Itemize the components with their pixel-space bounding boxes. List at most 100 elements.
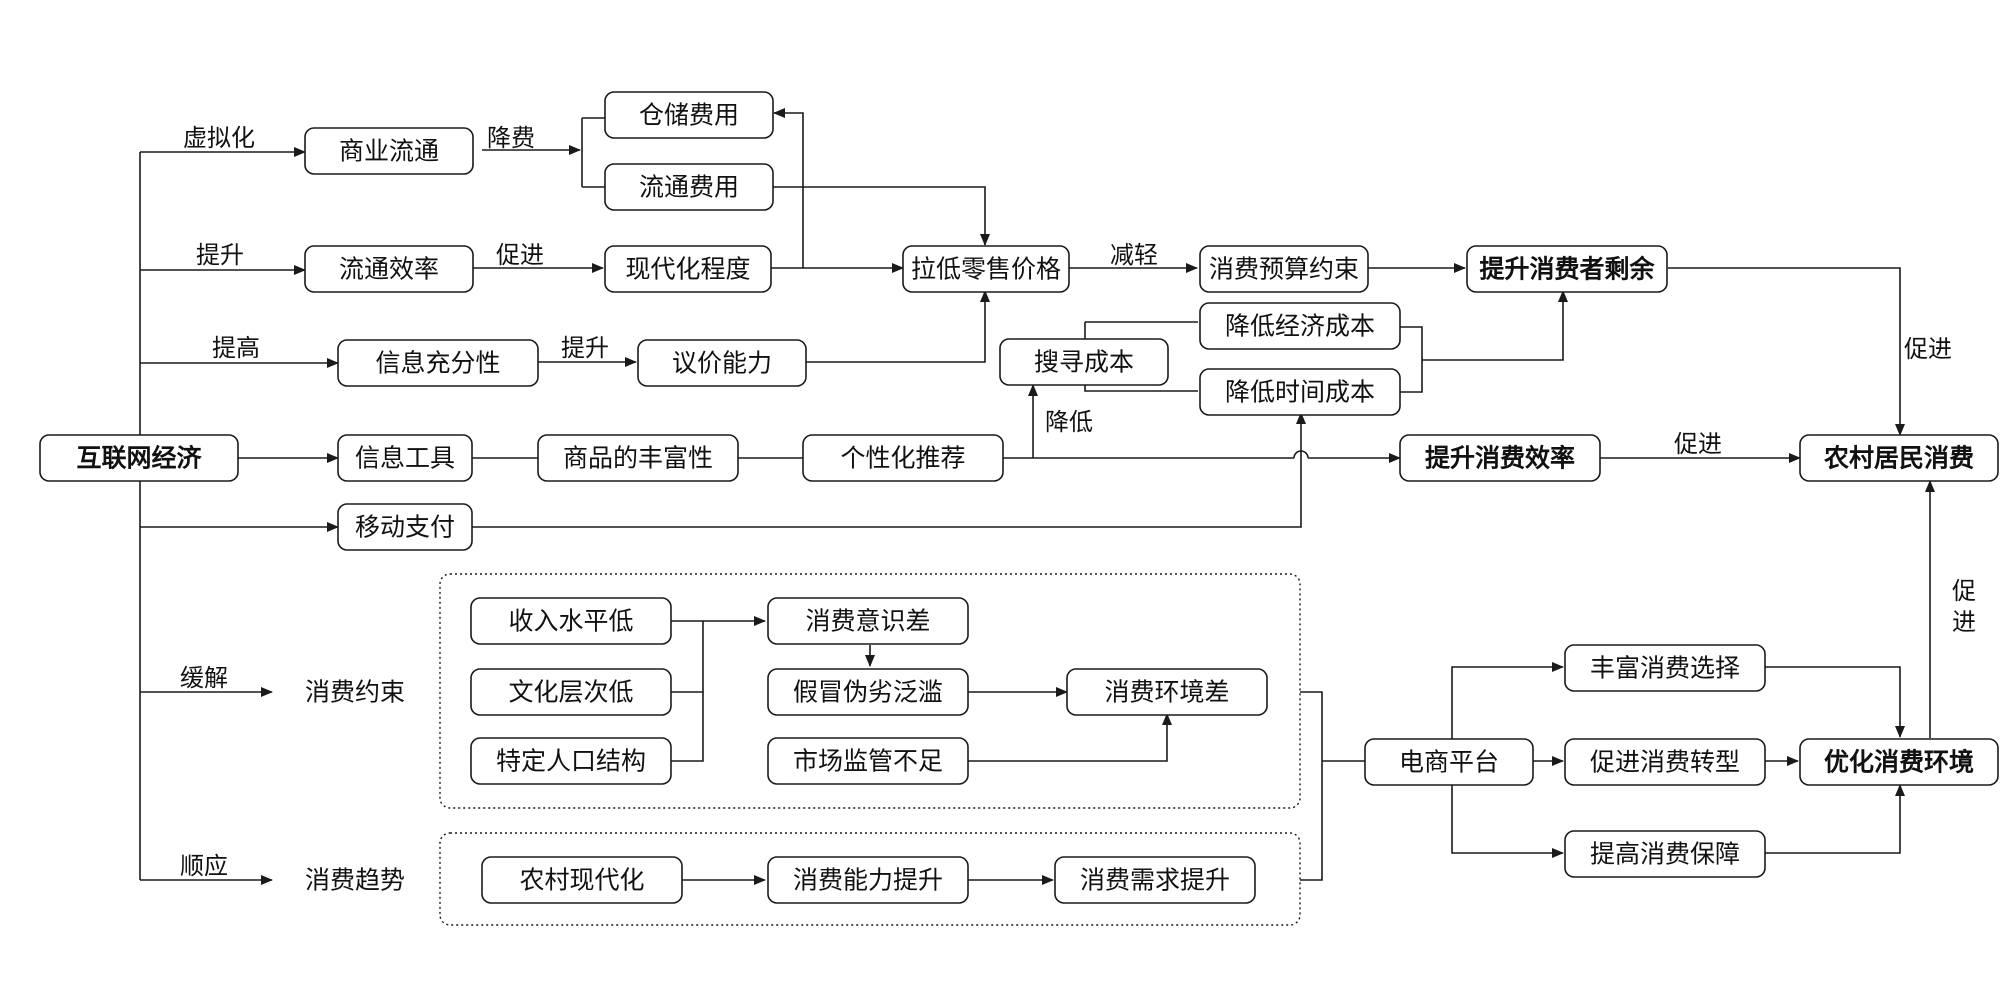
edge-surplus-rural — [1668, 267, 1905, 436]
node-circulation-efficiency: 流通效率 — [304, 245, 474, 293]
node-budget-constraint: 消费预算约束 — [1199, 245, 1369, 293]
label-promote-2: 促进 — [1904, 335, 1952, 363]
node-optimize-environment: 优化消费环境 — [1799, 738, 1999, 786]
node-search-cost: 搜寻成本 — [999, 338, 1169, 386]
trend-group-frame — [439, 832, 1301, 926]
node-enrich-choice: 丰富消费选择 — [1564, 644, 1766, 692]
node-counterfeits: 假冒伪劣泛滥 — [767, 668, 969, 716]
edge-modern-storage — [773, 108, 804, 268]
label-virtualize: 虚拟化 — [183, 124, 255, 152]
node-storage-cost: 仓储费用 — [604, 91, 774, 139]
node-lower-retail-price: 拉低零售价格 — [902, 245, 1070, 293]
svg-text:电商平台: 电商平台 — [1399, 748, 1499, 777]
svg-text:降低经济成本: 降低经济成本 — [1225, 312, 1375, 341]
node-modernization-level: 现代化程度 — [604, 245, 772, 293]
node-circulation-cost: 流通费用 — [604, 163, 774, 211]
node-consumption-trend: 消费趋势 — [305, 866, 405, 895]
node-consumption-constraint: 消费约束 — [305, 678, 405, 707]
svg-text:消费能力提升: 消费能力提升 — [793, 866, 943, 895]
svg-text:信息工具: 信息工具 — [355, 444, 455, 473]
svg-text:消费预算约束: 消费预算约束 — [1209, 255, 1359, 284]
node-consumption-efficiency: 提升消费效率 — [1399, 434, 1601, 482]
edge-bargain-price — [805, 290, 990, 363]
label-lower: 降低 — [1045, 408, 1093, 436]
node-demand-increase: 消费需求提升 — [1054, 856, 1256, 904]
constraint-group-frame — [439, 573, 1301, 809]
svg-text:市场监管不足: 市场监管不足 — [793, 747, 943, 776]
node-improve-protection: 提高消费保障 — [1564, 830, 1766, 878]
edge-ecom-enrich — [1451, 662, 1564, 739]
node-lower-economic-cost: 降低经济成本 — [1199, 302, 1401, 350]
node-weak-supervision: 市场监管不足 — [767, 737, 969, 785]
node-low-education: 文化层次低 — [470, 668, 672, 716]
node-personalized-rec: 个性化推荐 — [802, 434, 1004, 482]
svg-text:促进消费转型: 促进消费转型 — [1590, 748, 1740, 777]
svg-text:商品的丰富性: 商品的丰富性 — [563, 444, 713, 473]
node-poor-environment: 消费环境差 — [1066, 668, 1268, 716]
node-poor-awareness: 消费意识差 — [767, 597, 969, 645]
svg-text:仓储费用: 仓储费用 — [639, 101, 739, 130]
svg-text:假冒伪劣泛滥: 假冒伪劣泛滥 — [793, 678, 943, 707]
node-commerce-circulation: 商业流通 — [304, 127, 474, 175]
svg-text:文化层次低: 文化层次低 — [508, 678, 633, 707]
node-mobile-payment: 移动支付 — [337, 503, 473, 551]
svg-text:农村现代化: 农村现代化 — [519, 866, 644, 895]
svg-text:提升消费者剩余: 提升消费者剩余 — [1479, 255, 1655, 284]
svg-text:收入水平低: 收入水平低 — [508, 607, 633, 636]
svg-text:个性化推荐: 个性化推荐 — [840, 444, 965, 473]
node-promote-transformation: 促进消费转型 — [1564, 738, 1766, 786]
svg-text:议价能力: 议价能力 — [672, 349, 772, 378]
edge-protect-optimize — [1765, 784, 1905, 854]
connectors — [139, 108, 1935, 885]
label-lighten: 减轻 — [1110, 241, 1158, 269]
edge-mobile-timecost — [472, 412, 1306, 528]
svg-text:搜寻成本: 搜寻成本 — [1034, 348, 1134, 377]
node-rural-consumption: 农村居民消费 — [1799, 434, 1999, 482]
node-product-richness: 商品的丰富性 — [537, 434, 739, 482]
node-lower-time-cost: 降低时间成本 — [1199, 368, 1401, 416]
svg-text:优化消费环境: 优化消费环境 — [1824, 748, 1974, 777]
svg-text:降低时间成本: 降低时间成本 — [1225, 378, 1375, 407]
svg-text:农村居民消费: 农村居民消费 — [1823, 444, 1974, 473]
label-promote-4-line1: 促 — [1952, 577, 1976, 605]
svg-text:提高消费保障: 提高消费保障 — [1590, 840, 1740, 869]
node-capacity-increase: 消费能力提升 — [767, 856, 969, 904]
label-promote-4-line2: 进 — [1952, 608, 1976, 636]
svg-text:流通费用: 流通费用 — [639, 173, 739, 202]
svg-text:消费意识差: 消费意识差 — [805, 607, 930, 636]
label-reduce-fee: 降费 — [487, 124, 535, 152]
svg-text:流通效率: 流通效率 — [339, 255, 439, 284]
node-consumer-surplus: 提升消费者剩余 — [1466, 245, 1668, 293]
edge-supervision-env — [968, 713, 1172, 762]
svg-text:商业流通: 商业流通 — [339, 137, 439, 166]
svg-text:丰富消费选择: 丰富消费选择 — [1590, 654, 1740, 683]
svg-text:消费需求提升: 消费需求提升 — [1080, 866, 1230, 895]
node-bargaining-power: 议价能力 — [637, 339, 807, 387]
label-promote-1: 促进 — [496, 241, 544, 269]
node-ecommerce-platform: 电商平台 — [1364, 738, 1534, 786]
label-enhance-1: 提升 — [196, 241, 244, 269]
node-rural-modernization: 农村现代化 — [481, 856, 683, 904]
node-low-income: 收入水平低 — [470, 597, 672, 645]
svg-text:现代化程度: 现代化程度 — [625, 255, 750, 284]
constraint-bracket — [670, 621, 704, 693]
svg-text:提升消费效率: 提升消费效率 — [1425, 444, 1575, 473]
svg-text:信息充分性: 信息充分性 — [375, 349, 500, 378]
label-conform: 顺应 — [180, 852, 228, 880]
node-info-tools: 信息工具 — [337, 434, 473, 482]
edge-groups-ecommerce — [1300, 691, 1323, 881]
bracket-right — [1400, 326, 1423, 393]
node-internet-economy: 互联网经济 — [39, 434, 239, 482]
constraint-bracket-bottom — [670, 692, 704, 762]
label-enhance-2: 提升 — [561, 334, 609, 362]
svg-text:互联网经济: 互联网经济 — [76, 444, 202, 473]
node-info-sufficiency: 信息充分性 — [337, 339, 539, 387]
edge-ecom-protect — [1451, 784, 1564, 858]
edge-labels: 虚拟化 降费 提升 促进 提高 提升 减轻 降低 促进 促进 促 进 缓解 顺应 — [180, 124, 1976, 880]
node-demographic-structure: 特定人口结构 — [470, 737, 672, 785]
svg-text:移动支付: 移动支付 — [355, 513, 455, 542]
edge-costs-surplus — [1422, 290, 1568, 361]
edge-circcost-price — [772, 186, 990, 246]
label-alleviate: 缓解 — [180, 664, 228, 692]
